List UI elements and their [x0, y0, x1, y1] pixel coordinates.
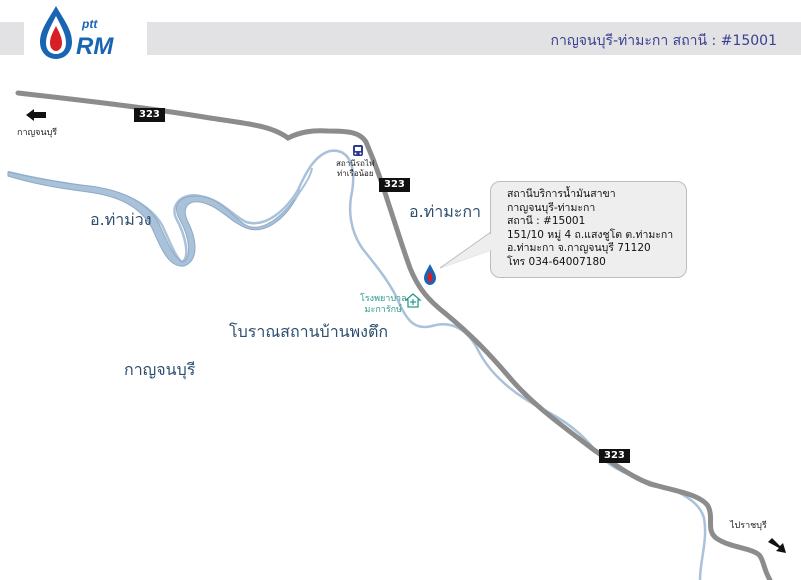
river-wide-section [7, 171, 301, 267]
road-sign-323: 323 [379, 178, 410, 192]
logo-text-rm: RM [76, 33, 114, 60]
page-title: กาญจนบุรี-ท่ามะกา สถานี : #15001 [550, 33, 777, 49]
station-info-box [490, 181, 687, 278]
direction-label-kanchanaburi: กาญจนบุรี [17, 128, 58, 138]
station-info-line: สถานีบริการน้ำมันสาขา [507, 188, 616, 200]
district-label-tha-muang: อ.ท่าม่วง [90, 210, 152, 229]
header-bar [147, 22, 801, 55]
station-phone: โทร 034-64007180 [507, 255, 606, 268]
hospital-label-line: มะการักษ์ [364, 305, 403, 315]
station-address: อ.ท่ามะกา จ.กาญจนบุรี 71120 [507, 242, 651, 255]
railway-station-label-line: สถานีรถไฟ [336, 159, 375, 168]
logo-drop-inner [50, 26, 62, 51]
hospital-label-line: โรงพยาบาล [360, 294, 407, 304]
river-canal [294, 167, 313, 201]
direction-label-ratchaburi: ไปราชบุรี [730, 521, 767, 531]
station-info-line: สถานี : #15001 [507, 215, 586, 228]
railway-station-label: สถานีรถไฟ ท่าเรือน้อย [336, 159, 375, 179]
road-sign-323: 323 [599, 449, 630, 463]
railway-station-label-line: ท่าเรือน้อย [336, 169, 374, 178]
district-label-kanchanaburi: กาญจนบุรี [124, 360, 196, 379]
historic-site-label: โบราณสถานบ้านพงตึก [229, 322, 389, 341]
station-info-line: กาญจนบุรี-ท่ามะกา [507, 201, 596, 214]
arrow-right-icon [768, 538, 786, 553]
road-323 [15, 90, 773, 580]
station-info-text: สถานีบริการน้ำมันสาขา กาญจนบุรี-ท่ามะกา … [507, 188, 673, 270]
district-label-tha-maka: อ.ท่ามะกา [409, 202, 482, 221]
train-station-icon [353, 145, 363, 156]
arrow-left-icon [26, 109, 46, 121]
hospital-label: โรงพยาบาล มะการักษ์ [360, 294, 407, 316]
logo-text-ptt: ptt [81, 17, 98, 31]
road-sign-323: 323 [134, 108, 165, 122]
ptt-rm-logo: ptt RM [40, 6, 114, 60]
ptt-station-marker-icon [424, 264, 436, 285]
hospital-icon [404, 293, 422, 308]
station-address: 151/10 หมู่ 4 ถ.แสงชูโต ต.ท่ามะกา [507, 228, 674, 241]
header-bar-left [0, 22, 24, 55]
callout-pointer [439, 231, 492, 269]
